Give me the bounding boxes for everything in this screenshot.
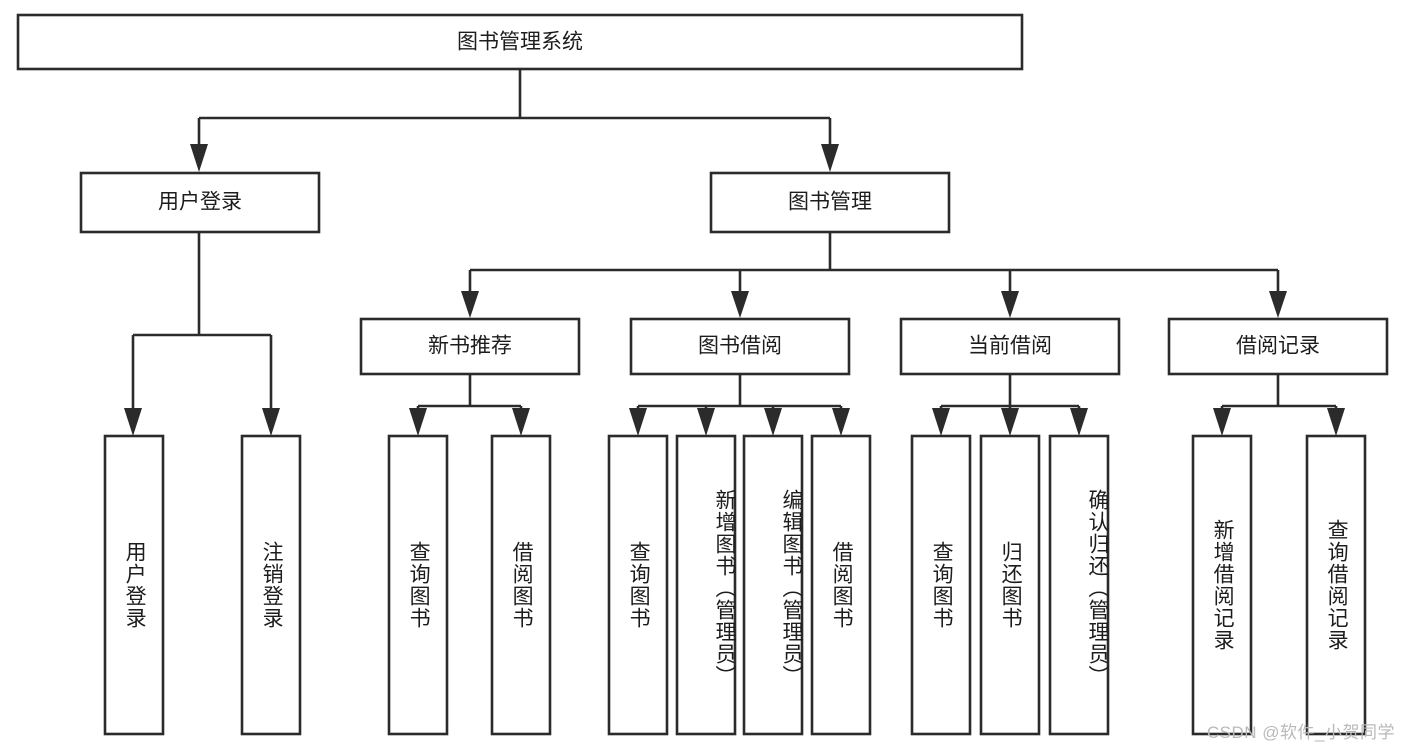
node-user-login-label: 用户登录 <box>158 191 242 214</box>
node-leaf-confirm-return-box[interactable] <box>1048 434 1110 736</box>
arrow-to-leaf-query-book-3 <box>932 408 950 436</box>
arrow-to-leaf-edit-book <box>764 408 782 436</box>
arrow-to-borrow-record <box>1269 291 1287 318</box>
node-root-label: 图书管理系统 <box>457 31 583 54</box>
node-borrow-record-box[interactable] <box>1167 317 1389 376</box>
arrow-to-book-borrow <box>731 291 749 318</box>
node-leaf-query-record-box[interactable] <box>1305 434 1367 736</box>
node-current-borrow-box[interactable] <box>899 317 1121 376</box>
node-leaf-borrow-book-2-box[interactable] <box>810 434 872 736</box>
node-book-management-box[interactable] <box>709 171 951 234</box>
node-root-box[interactable] <box>16 13 1024 71</box>
arrow-root-to-user-login <box>190 144 208 172</box>
node-borrow-record-label: 借阅记录 <box>1236 335 1320 358</box>
node-current-borrow[interactable]: 当前借阅 <box>899 317 1121 376</box>
arrow-to-leaf-query-record <box>1327 408 1345 436</box>
csdn-watermark: CSDN @软件_小贺同学 <box>1206 723 1395 742</box>
arrow-to-leaf-logout-login <box>262 408 280 436</box>
node-leaf-query-book-2-box[interactable] <box>607 434 669 736</box>
arrow-to-leaf-query-book-2 <box>629 408 647 436</box>
node-current-borrow-label: 当前借阅 <box>968 335 1052 358</box>
node-new-book-recommend-label: 新书推荐 <box>428 335 512 358</box>
node-new-book-recommend-box[interactable] <box>359 317 581 376</box>
node-book-management-label: 图书管理 <box>788 191 872 214</box>
arrow-to-leaf-user-login <box>124 408 142 436</box>
arrow-to-new-book-recommend <box>461 291 479 318</box>
arrow-root-to-book-management <box>821 144 839 172</box>
node-leaf-logout-login-box[interactable] <box>240 434 302 736</box>
node-leaf-borrow-book-1-box[interactable] <box>490 434 552 736</box>
arrow-to-leaf-add-record <box>1213 408 1231 436</box>
arrow-to-current-borrow <box>1001 291 1019 318</box>
node-root[interactable]: 图书管理系统 <box>16 13 1024 71</box>
arrow-to-leaf-confirm-return <box>1070 408 1088 436</box>
node-leaf-user-login-box[interactable] <box>103 434 165 736</box>
node-leaf-return-book-box[interactable] <box>979 434 1041 736</box>
arrow-to-leaf-return-book <box>1001 408 1019 436</box>
node-leaf-query-book-3-box[interactable] <box>910 434 972 736</box>
connectors <box>124 69 1345 436</box>
node-leaf-add-book-box[interactable] <box>675 434 737 736</box>
node-book-borrow-label: 图书借阅 <box>698 335 782 358</box>
node-leaf-query-book-1-box[interactable] <box>387 434 449 736</box>
node-new-book-recommend[interactable]: 新书推荐 <box>359 317 581 376</box>
node-user-login[interactable]: 用户登录 <box>79 171 321 234</box>
node-book-borrow-box[interactable] <box>629 317 851 376</box>
node-leaf-add-record-box[interactable] <box>1191 434 1253 736</box>
arrow-to-leaf-add-book <box>697 408 715 436</box>
node-book-management[interactable]: 图书管理 <box>709 171 951 234</box>
node-user-login-box[interactable] <box>79 171 321 234</box>
arrow-to-leaf-borrow-book-2 <box>832 408 850 436</box>
node-borrow-record[interactable]: 借阅记录 <box>1167 317 1389 376</box>
arrow-to-leaf-query-book-1 <box>409 408 427 436</box>
node-leaf-edit-book-box[interactable] <box>742 434 804 736</box>
node-book-borrow[interactable]: 图书借阅 <box>629 317 851 376</box>
arrow-to-leaf-borrow-book-1 <box>512 408 530 436</box>
